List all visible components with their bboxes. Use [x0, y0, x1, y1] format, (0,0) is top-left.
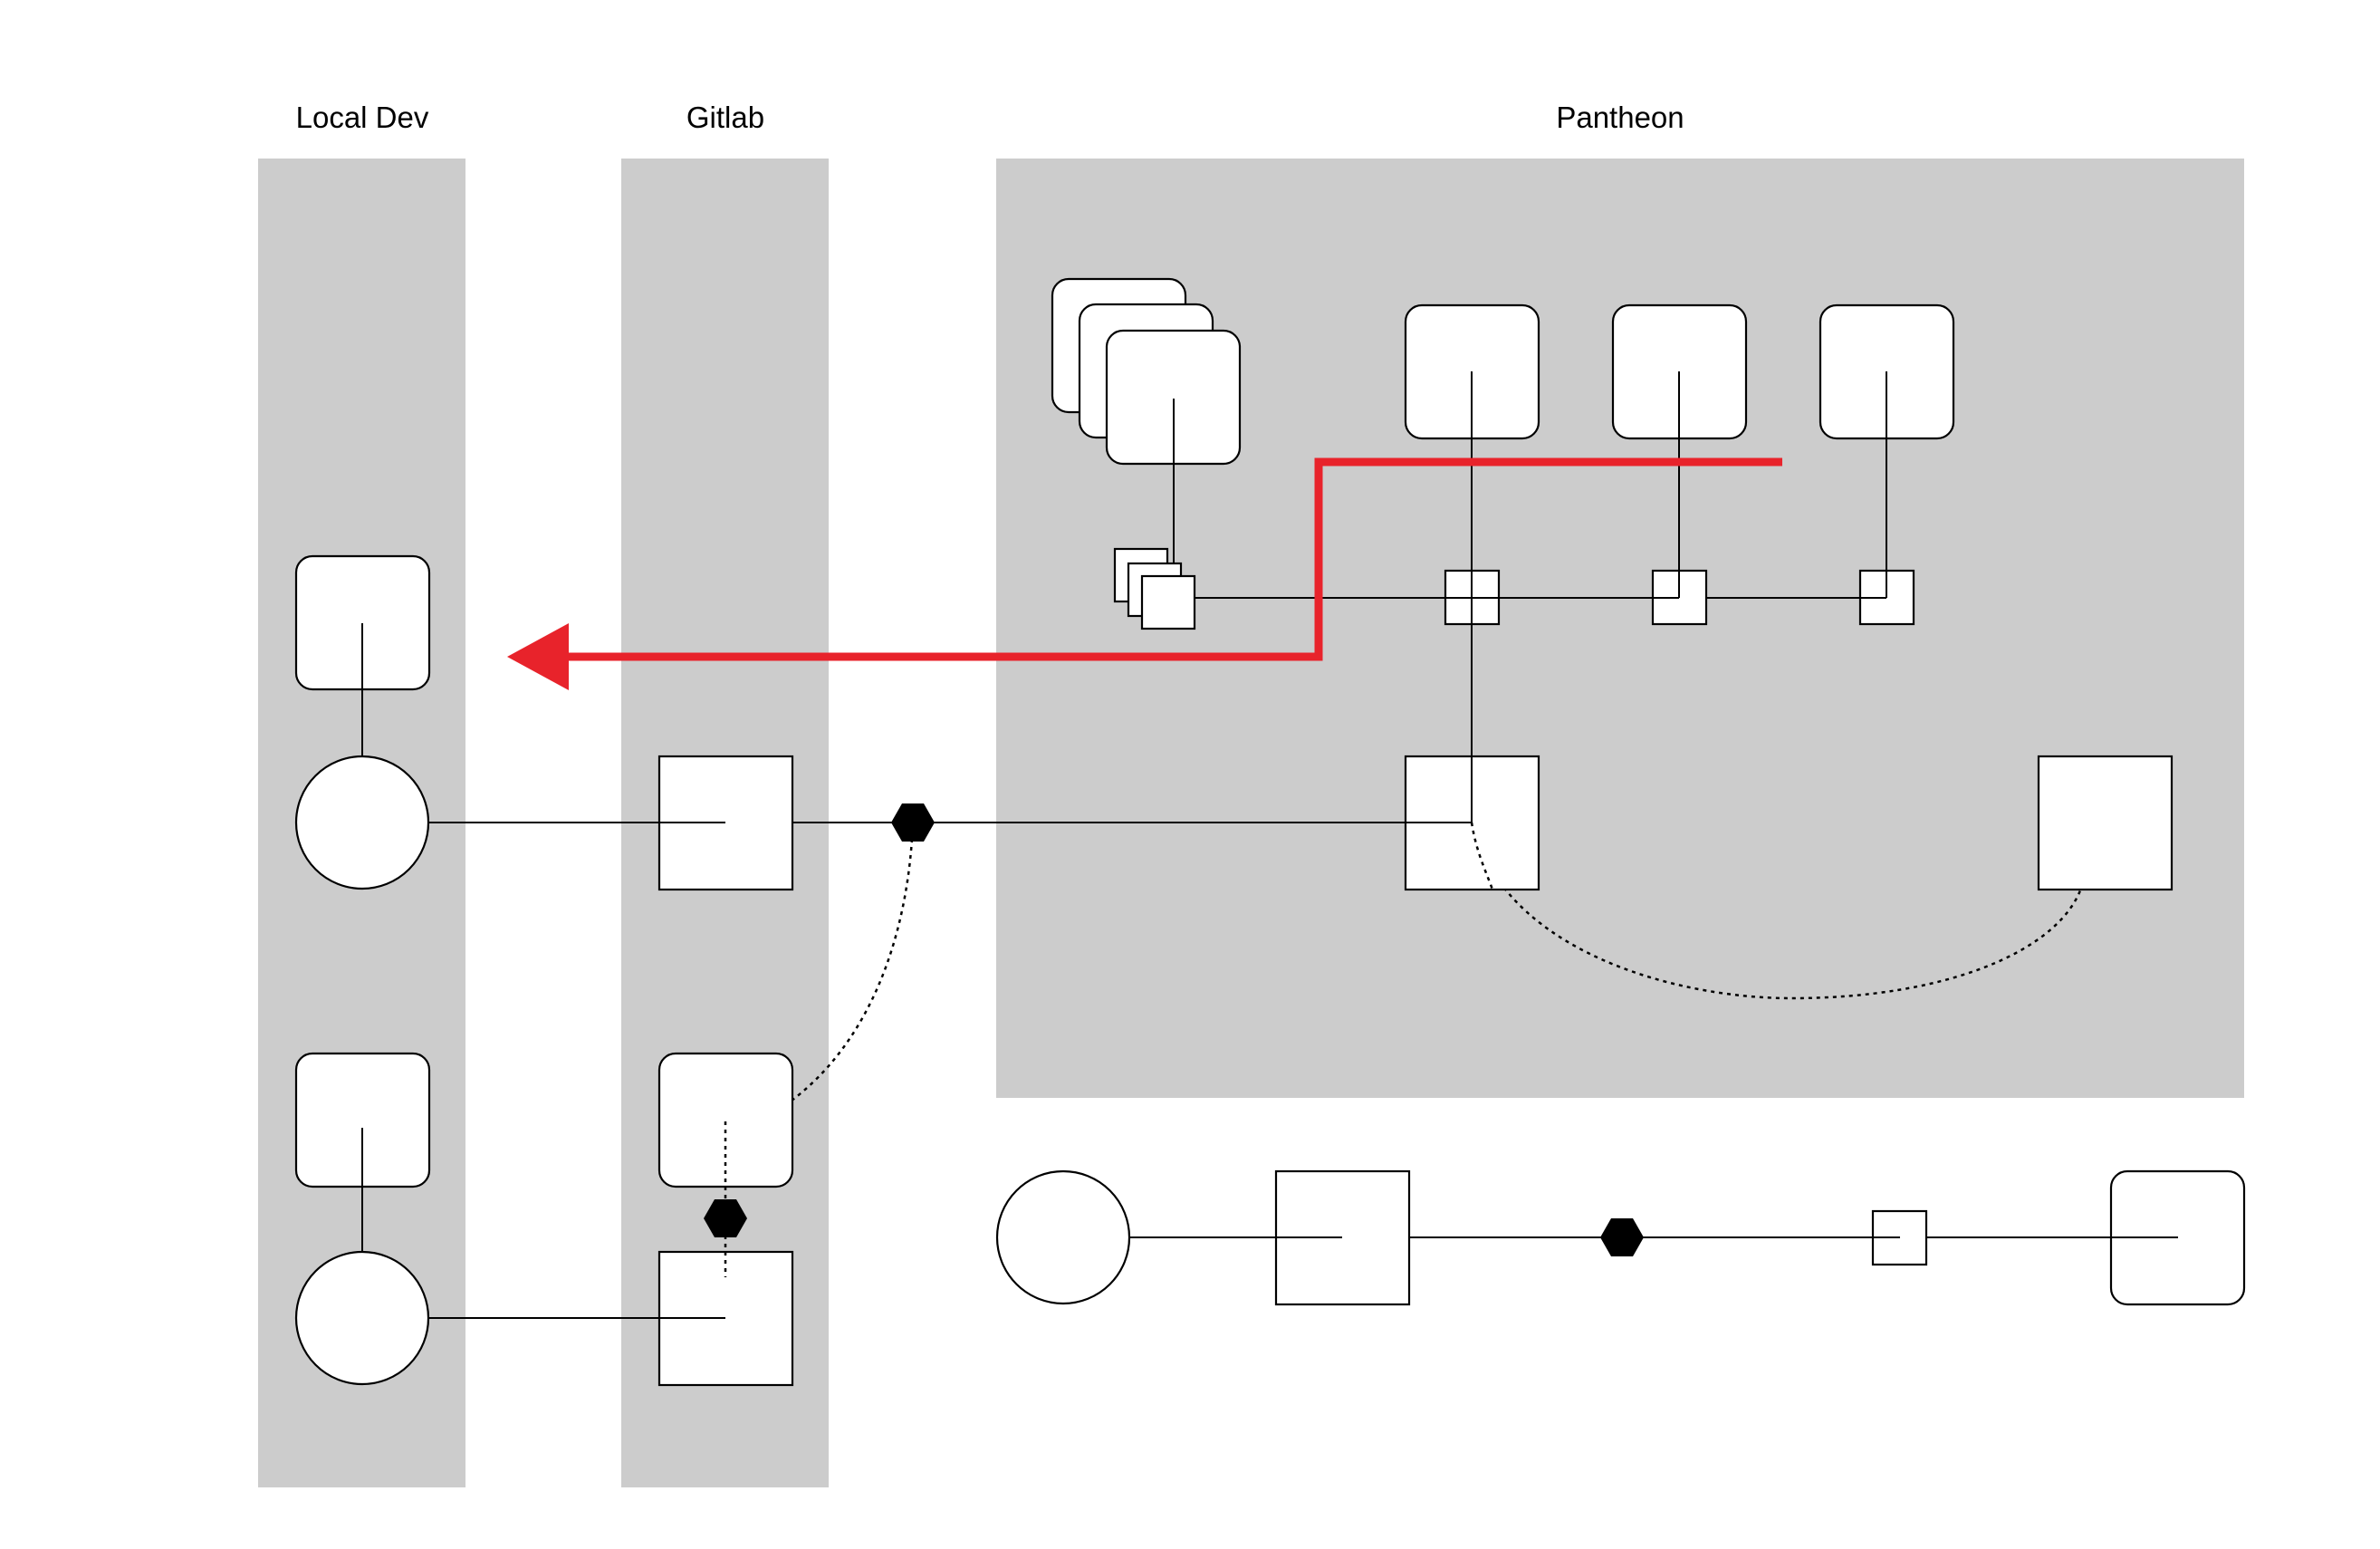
local-dev-label: Local Dev — [296, 101, 429, 134]
pantheon-label: Pantheon — [1556, 101, 1684, 134]
hexagon-gitlab — [704, 1199, 747, 1237]
gitlab-rounded-box — [657, 1052, 794, 1188]
highlight-arrowhead — [507, 623, 569, 690]
hexagon-main-row — [891, 803, 935, 842]
server-stack — [1051, 277, 1242, 466]
legend-hexagon — [1600, 1218, 1644, 1256]
small-box-stack — [1113, 547, 1196, 630]
local-circle-bottom — [294, 1250, 430, 1386]
pantheon-dotted-arc — [1470, 822, 2082, 1000]
gitlab-label: Gitlab — [686, 101, 764, 134]
small-stack-front — [1140, 574, 1196, 630]
pantheon-square-right — [2037, 755, 2174, 891]
highlight-path — [561, 457, 1782, 661]
legend-circle — [995, 1169, 1131, 1305]
gitlab-dotted-curve — [791, 822, 915, 1102]
local-circle-top — [294, 755, 430, 890]
